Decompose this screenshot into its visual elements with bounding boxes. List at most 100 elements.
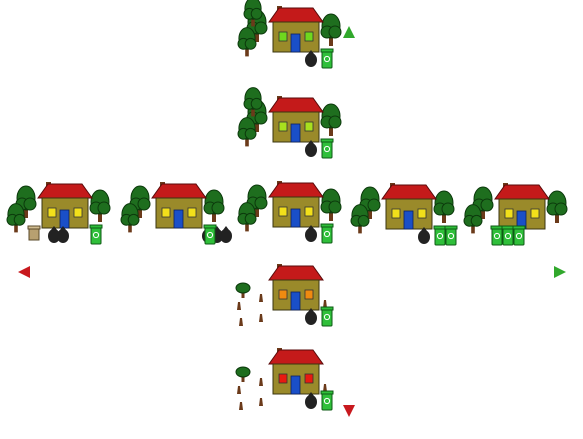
recycling-bin-icon xyxy=(320,223,334,244)
arrow-down-icon xyxy=(343,405,355,417)
tree-stump-icon xyxy=(237,386,241,394)
window xyxy=(278,289,288,300)
window xyxy=(304,373,314,384)
trash-bag-icon xyxy=(48,226,60,243)
door xyxy=(59,209,70,229)
tree-icon xyxy=(237,27,257,57)
recycling-bin-icon xyxy=(501,225,515,246)
tree-stump-icon xyxy=(237,302,241,310)
tree-icon xyxy=(546,190,568,223)
window xyxy=(304,289,314,300)
window xyxy=(187,207,197,218)
door xyxy=(173,209,184,229)
door xyxy=(290,291,301,311)
arrow-right-icon xyxy=(554,266,566,278)
tree-icon xyxy=(320,13,342,46)
vertical-axis xyxy=(343,26,355,417)
recycling-bin-icon xyxy=(320,390,334,411)
tree-stump-icon xyxy=(239,318,243,326)
tree-stump-icon xyxy=(259,398,263,406)
tree-icon xyxy=(203,189,225,222)
window xyxy=(391,208,401,219)
trash-bag-icon xyxy=(418,227,430,244)
trash-bag-icon xyxy=(305,140,317,157)
tree-icon xyxy=(350,204,370,234)
tree-icon xyxy=(89,189,111,222)
house-row-5 xyxy=(463,183,568,246)
roof xyxy=(268,265,324,281)
house-col-lower xyxy=(235,264,334,327)
window xyxy=(278,206,288,217)
trash-bag-icon xyxy=(305,50,317,67)
tree-icon xyxy=(237,202,257,232)
tree-icon xyxy=(320,103,342,136)
tree-stump-icon xyxy=(259,294,263,302)
roof xyxy=(268,349,324,365)
window xyxy=(73,207,83,218)
recycling-bin-icon xyxy=(320,48,334,69)
house-col-upper xyxy=(237,87,342,159)
house-col-bottom xyxy=(235,348,334,411)
roof xyxy=(268,97,324,113)
recycling-bin-icon xyxy=(320,138,334,159)
window xyxy=(161,207,171,218)
window xyxy=(278,373,288,384)
arrow-left-icon xyxy=(18,266,30,278)
roof xyxy=(268,7,324,23)
tree-icon xyxy=(237,117,257,147)
window xyxy=(417,208,427,219)
house-row-1 xyxy=(6,182,111,245)
tree-stump-icon xyxy=(323,300,327,308)
house-col-top xyxy=(237,0,342,69)
roof xyxy=(381,184,437,200)
trash-bag-icon xyxy=(220,226,232,243)
tree-icon xyxy=(120,203,140,233)
door xyxy=(290,375,301,395)
recycling-bin-icon xyxy=(89,224,103,245)
small-tree-icon xyxy=(235,366,251,382)
window xyxy=(304,206,314,217)
recycling-bin-icon xyxy=(512,225,526,246)
small-tree-icon xyxy=(235,282,251,298)
window xyxy=(278,121,288,132)
window xyxy=(530,208,540,219)
roof xyxy=(268,182,324,198)
window xyxy=(278,31,288,42)
recycling-bin-icon xyxy=(433,225,447,246)
trash-bag-icon xyxy=(305,392,317,409)
roof xyxy=(37,183,93,199)
house-row-4 xyxy=(350,183,458,246)
window xyxy=(304,121,314,132)
recycling-bin-icon xyxy=(490,225,504,246)
arrow-up-icon xyxy=(343,26,355,38)
recycling-bin-icon xyxy=(203,224,217,245)
door xyxy=(290,123,301,143)
trash-bag-icon xyxy=(305,308,317,325)
trash-can-icon xyxy=(27,225,41,241)
roof xyxy=(494,184,550,200)
tree-stump-icon xyxy=(323,384,327,392)
tree-stump-icon xyxy=(259,314,263,322)
trash-bag-icon xyxy=(305,225,317,242)
tree-icon xyxy=(463,204,483,234)
door xyxy=(403,210,414,230)
roof xyxy=(151,183,207,199)
window xyxy=(47,207,57,218)
tree-stump-icon xyxy=(239,402,243,410)
recycling-bin-icon xyxy=(320,306,334,327)
tree-icon xyxy=(433,190,455,223)
tree-icon xyxy=(6,203,26,233)
door xyxy=(290,208,301,228)
window xyxy=(504,208,514,219)
tree-icon xyxy=(243,0,263,27)
window xyxy=(304,31,314,42)
house-center xyxy=(237,181,342,244)
recycling-bin-icon xyxy=(444,225,458,246)
tree-icon xyxy=(243,87,263,117)
door xyxy=(290,33,301,53)
tree-stump-icon xyxy=(259,378,263,386)
trash-bag-icon xyxy=(57,226,69,243)
house-row-2 xyxy=(120,182,232,245)
tree-icon xyxy=(320,188,342,221)
